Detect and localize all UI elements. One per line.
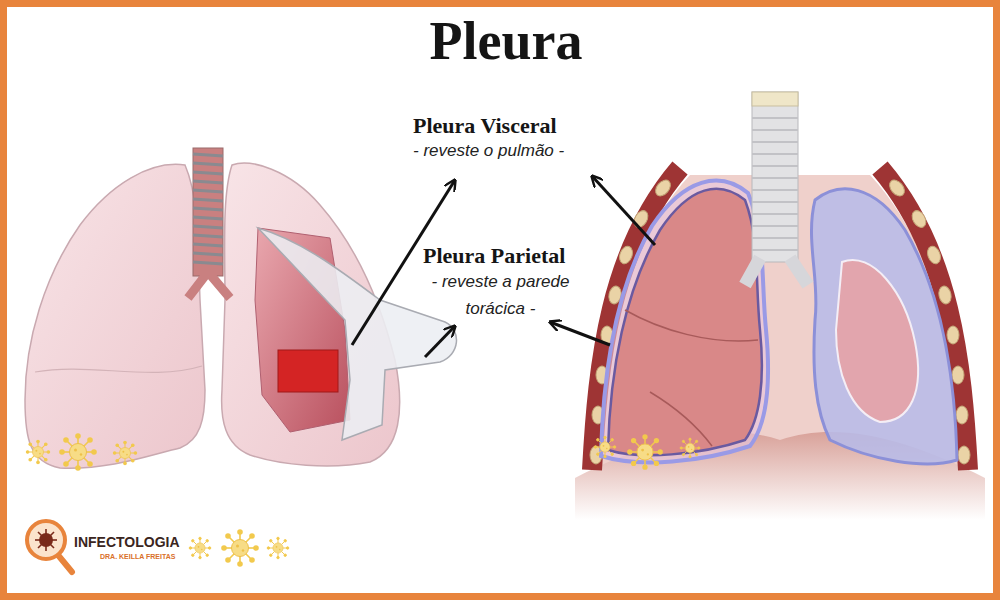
leader-arrows xyxy=(352,176,655,357)
lung-left xyxy=(25,164,205,468)
lung-right-pleura xyxy=(811,189,957,464)
fissure xyxy=(35,366,202,372)
left-lungs xyxy=(25,148,456,468)
logo-subtitle: DRA. KEILLA FREITAS xyxy=(100,552,175,561)
bronchi xyxy=(745,258,808,285)
frame xyxy=(4,4,997,597)
virus-icons xyxy=(594,435,700,469)
trachea xyxy=(752,92,798,262)
parietal-pleura xyxy=(601,181,768,463)
fissure xyxy=(625,310,758,446)
structure-name: Pleura Parietal xyxy=(423,242,565,270)
title: Pleura xyxy=(6,10,1000,72)
lung-tissue xyxy=(278,350,338,392)
trachea xyxy=(193,148,223,276)
leader-arrow xyxy=(592,176,655,245)
logo xyxy=(27,521,289,572)
trachea-rings xyxy=(752,118,798,250)
logo-text: INFECTOLOGIA xyxy=(74,533,180,551)
structure-description: - reveste o pulmão - xyxy=(413,139,564,163)
structure-name: Pleura Visceral xyxy=(413,112,557,140)
virus-icons xyxy=(26,434,136,470)
leader-arrow xyxy=(425,326,455,357)
larynx xyxy=(752,92,798,106)
lung-left xyxy=(608,189,762,455)
trachea-rings xyxy=(193,154,223,264)
lung-right xyxy=(836,260,918,422)
bronchi xyxy=(188,272,230,298)
structure-description: - reveste a parede torácica - xyxy=(413,268,588,322)
thorax xyxy=(575,92,985,520)
leader-arrow xyxy=(550,322,610,345)
